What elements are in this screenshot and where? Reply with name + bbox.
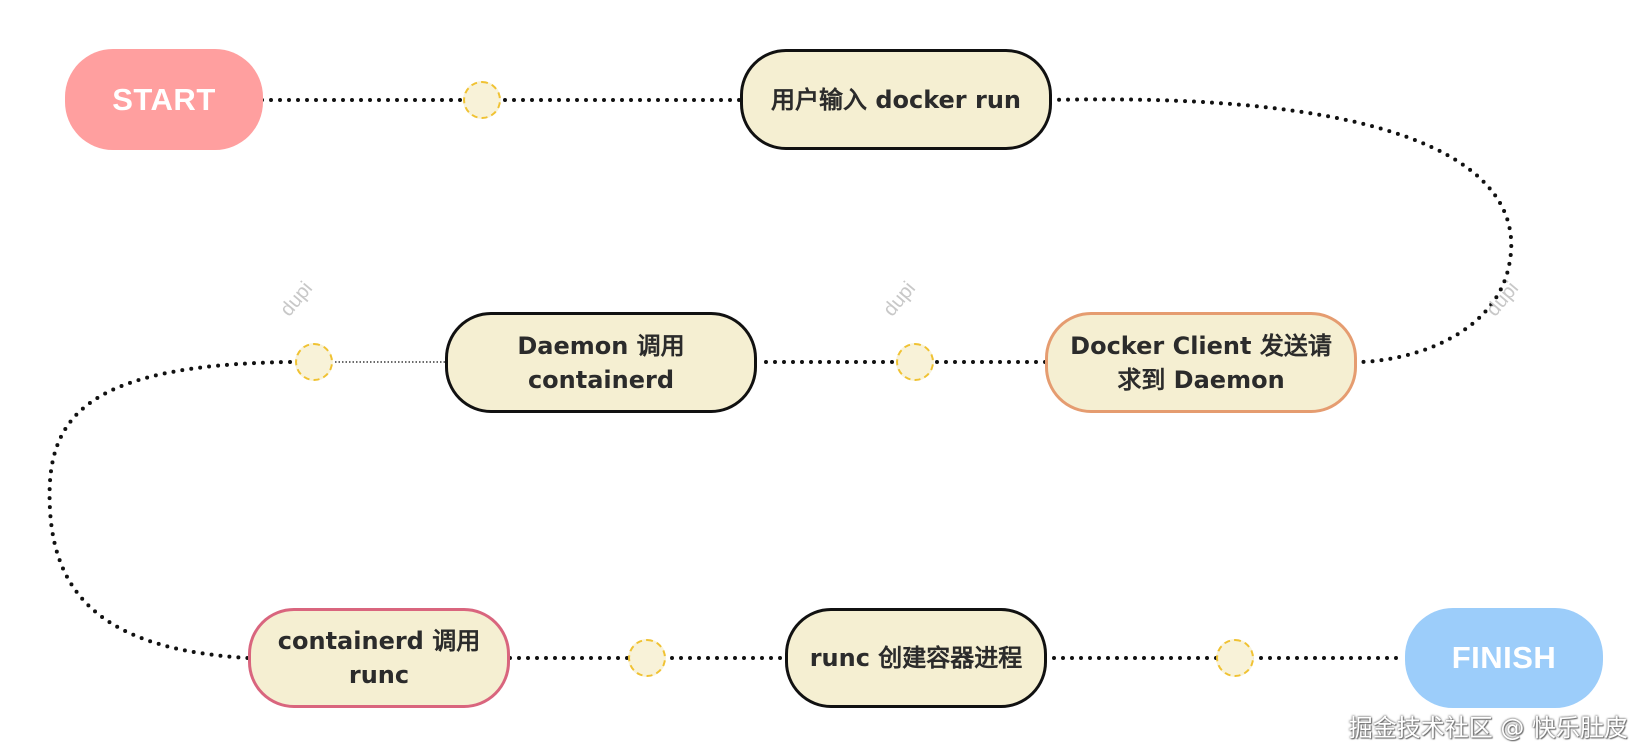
waypoint-dot [896, 343, 934, 381]
footer-credit: 掘金技术社区 @ 快乐肚皮 [1348, 714, 1628, 742]
waypoint-dot [628, 639, 666, 677]
waypoint-dot [1216, 639, 1254, 677]
client-send-node: Docker Client 发送请 求到 Daemon [1045, 312, 1357, 413]
finish-node: FINISH [1405, 608, 1603, 708]
connector-loop-right [1048, 97, 1514, 364]
finish-label: FINISH [1451, 640, 1557, 675]
start-label: START [112, 81, 216, 117]
waypoint-dot [463, 81, 501, 119]
docker-run-node: 用户输入 docker run [740, 49, 1052, 150]
client-send-label: Docker Client 发送请 求到 Daemon [1070, 331, 1332, 394]
start-node: START [65, 49, 263, 150]
daemon-call-node: Daemon 调用 containerd [445, 312, 757, 413]
containerd-call-label: containerd 调用 runc [277, 627, 481, 689]
runc-create-node: runc 创建容器进程 [785, 608, 1047, 708]
waypoint-dot [295, 343, 333, 381]
runc-create-label: runc 创建容器进程 [809, 644, 1023, 672]
connector-loop-left [47, 360, 292, 660]
containerd-call-node: containerd 调用 runc [248, 608, 510, 708]
daemon-call-label: Daemon 调用 containerd [517, 331, 685, 394]
docker-run-label: 用户输入 docker run [770, 85, 1022, 114]
